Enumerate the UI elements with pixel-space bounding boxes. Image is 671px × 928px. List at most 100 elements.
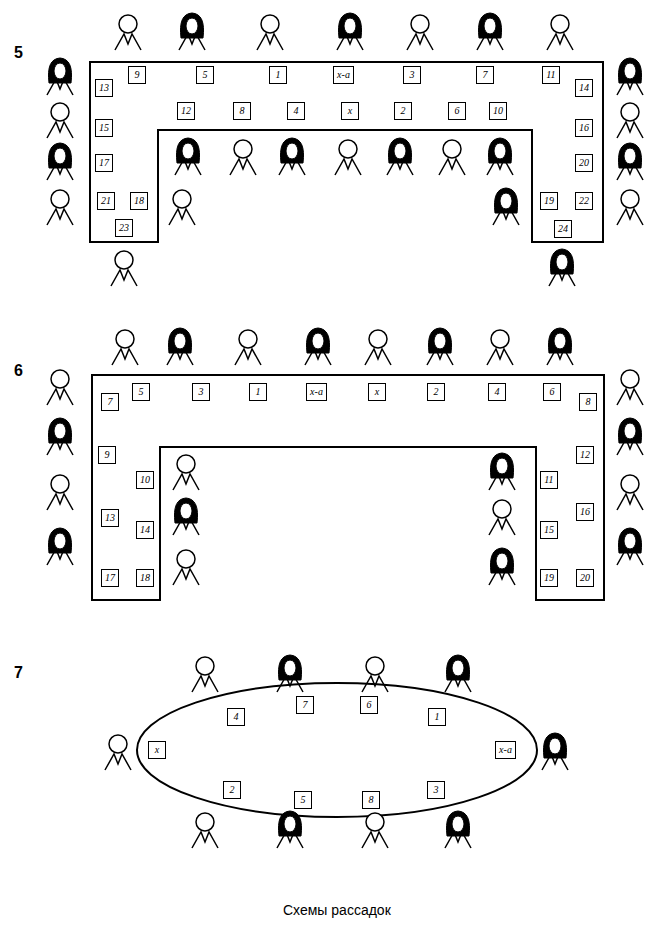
guest-face: [496, 458, 508, 474]
place-number: 8: [586, 397, 591, 407]
guest-head: [411, 15, 429, 33]
place-number: 2: [230, 785, 235, 795]
guest-face: [554, 333, 566, 349]
place-card: 9: [98, 446, 116, 464]
guest-body: [192, 676, 218, 692]
place-number: 23: [119, 223, 129, 233]
place-number: 3: [410, 70, 415, 80]
guest-body: [173, 474, 199, 490]
guest-hair: [180, 13, 203, 38]
place-card: 11: [542, 66, 560, 84]
guest-head: [443, 140, 461, 158]
guest-face: [186, 18, 198, 34]
guest-body: [489, 519, 515, 535]
place-number: 14: [579, 83, 589, 93]
place-card: 10: [489, 102, 507, 120]
guest-hair: [618, 528, 641, 553]
guest-body: [105, 754, 131, 770]
place-number: 8: [369, 795, 374, 805]
guest-head: [177, 550, 195, 568]
place-card: 2: [427, 383, 445, 401]
guest-head: [366, 813, 384, 831]
place-number: 6: [550, 387, 555, 397]
guest-head: [109, 735, 127, 753]
place-number: 1: [256, 387, 261, 397]
place-number: 11: [546, 70, 555, 80]
place-number: х: [155, 745, 159, 755]
place-number: 7: [483, 70, 488, 80]
guest-hair: [490, 453, 513, 478]
guest-body: [547, 34, 573, 50]
guest-hair: [168, 328, 191, 353]
guest-face: [484, 18, 496, 34]
guest-hair: [278, 811, 301, 836]
guest-hair: [543, 733, 566, 758]
guest-hair: [176, 138, 199, 163]
guest-head: [491, 330, 509, 348]
guest-hair: [306, 328, 329, 353]
place-card: 15: [95, 119, 113, 137]
place-number: 16: [580, 507, 590, 517]
place-card: 7: [101, 393, 119, 411]
guest-face: [624, 148, 636, 164]
place-card: 17: [101, 569, 119, 587]
place-card: 13: [101, 509, 119, 527]
guest-body: [257, 34, 283, 50]
place-number: 1: [435, 712, 440, 722]
place-number: 15: [544, 525, 554, 535]
place-card: 9: [128, 66, 146, 84]
guest-face: [494, 143, 506, 159]
place-number: 4: [294, 106, 299, 116]
guest-body: [192, 832, 218, 848]
guest-hair: [428, 328, 451, 353]
guest-face: [54, 423, 66, 439]
place-card: 4: [287, 102, 305, 120]
place-card: 3: [192, 383, 210, 401]
u-table: [92, 375, 604, 600]
place-card: х: [148, 741, 166, 759]
place-card: 3: [403, 66, 421, 84]
place-card: 12: [177, 102, 195, 120]
place-number: 3: [434, 785, 439, 795]
guest-head: [621, 475, 639, 493]
guest-hair: [446, 811, 469, 836]
guest-hair: [338, 13, 361, 38]
place-card: 8: [579, 393, 597, 411]
guest-face: [54, 63, 66, 79]
place-number: 10: [140, 475, 150, 485]
place-card: 14: [136, 521, 154, 539]
guest-head: [621, 370, 639, 388]
place-number: 13: [99, 83, 109, 93]
guest-hair: [478, 13, 501, 38]
place-card: 14: [575, 79, 593, 97]
place-number: х: [375, 387, 379, 397]
guest-body: [439, 159, 465, 175]
guest-head: [116, 330, 134, 348]
place-number: 12: [580, 450, 590, 460]
guest-head: [51, 475, 69, 493]
guest-hair: [48, 418, 71, 443]
place-number: 15: [99, 123, 109, 133]
place-card: 1: [249, 383, 267, 401]
place-number: 2: [434, 387, 439, 397]
guest-face: [624, 63, 636, 79]
guest-head: [51, 190, 69, 208]
guest-face: [180, 503, 192, 519]
guest-head: [369, 330, 387, 348]
place-number: 3: [199, 387, 204, 397]
guest-head: [621, 103, 639, 121]
place-card: 7: [296, 696, 314, 714]
guest-body: [47, 209, 73, 225]
place-number: 17: [99, 158, 109, 168]
caption: Схемы рассадок: [283, 902, 391, 918]
place-card: 19: [540, 569, 558, 587]
place-number: 16: [579, 123, 589, 133]
guest-hair: [280, 138, 303, 163]
guest-body: [235, 349, 261, 365]
guest-body: [112, 349, 138, 365]
guest-body: [362, 832, 388, 848]
guest-hair: [494, 188, 517, 213]
place-card: 18: [130, 192, 148, 210]
place-number: 22: [579, 196, 589, 206]
